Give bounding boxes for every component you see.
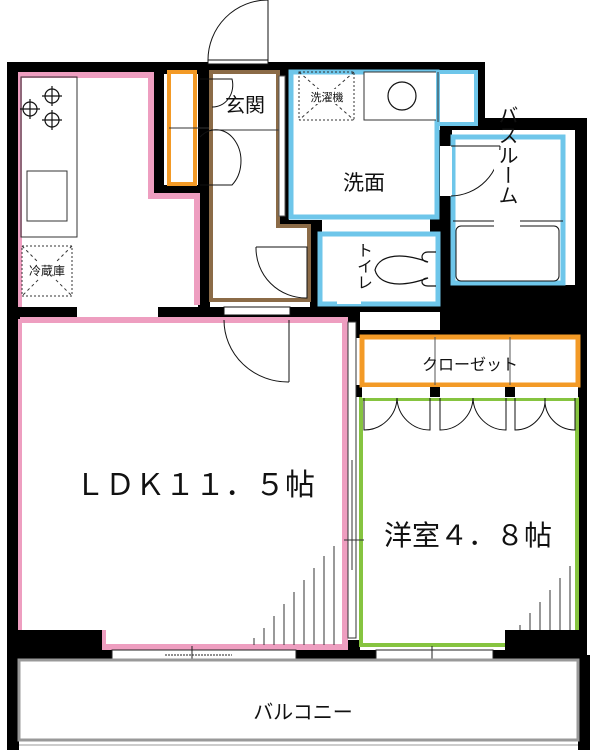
closet-label: クローゼット xyxy=(422,355,518,374)
stove-icon xyxy=(20,86,62,130)
ldk-label: ＬＤＫ１１．５帖 xyxy=(75,468,315,503)
washing-machine-icon: 洗濯機 xyxy=(298,71,355,121)
washroom-label: 洗面 xyxy=(343,171,385,195)
hallway-door[interactable] xyxy=(255,246,308,299)
washing-machine-label: 洗濯機 xyxy=(311,90,344,104)
closet-doors[interactable] xyxy=(363,397,576,431)
washbasin xyxy=(363,71,439,121)
kitchen-outline xyxy=(18,74,198,305)
toilet-icon xyxy=(374,251,436,287)
front-door[interactable] xyxy=(207,0,269,65)
hallway-outline xyxy=(209,70,311,302)
shoe-closet-doors xyxy=(199,78,242,186)
bathroom-label: バスルーム xyxy=(495,105,519,205)
ldk-door[interactable] xyxy=(223,306,291,383)
ldk-partition[interactable] xyxy=(344,321,364,639)
western-room-label: 洋室４．８帖 xyxy=(384,519,552,552)
refrigerator-label: 冷蔵庫 xyxy=(29,264,65,278)
closet-outline xyxy=(359,334,581,388)
entrance-label: 玄関 xyxy=(225,93,265,117)
balcony-label: バルコニー xyxy=(253,700,353,724)
western-room-outline xyxy=(359,397,579,647)
kitchen-counter xyxy=(20,76,78,238)
sink-icon xyxy=(387,81,417,111)
balcony xyxy=(17,658,580,742)
ldk-hatch xyxy=(253,546,335,645)
refrigerator-icon: 冷蔵庫 xyxy=(21,245,73,297)
western-room-hatch xyxy=(519,566,571,630)
